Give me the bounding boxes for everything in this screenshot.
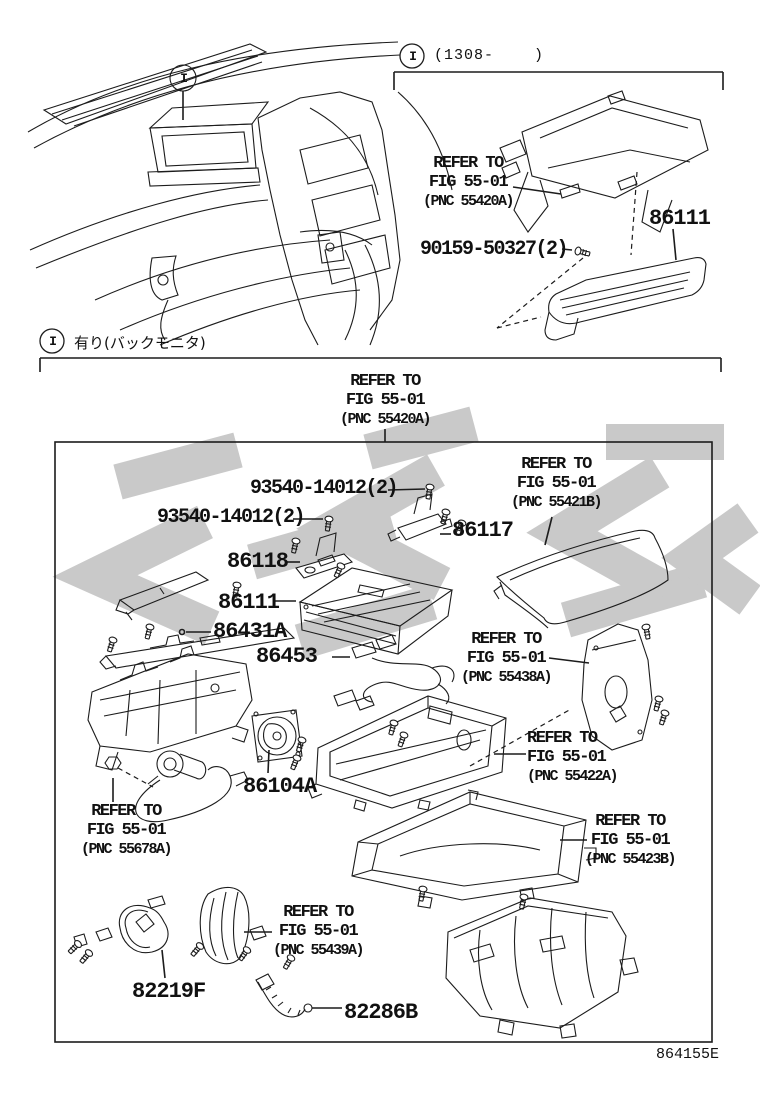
bracket-strip-art xyxy=(99,627,296,670)
part-label-86118: 86118 xyxy=(227,549,289,574)
main-figure-border xyxy=(54,441,713,1043)
wire-seal-art xyxy=(73,895,169,954)
dashboard-line-art xyxy=(27,41,453,346)
refer-line: FIG 55-01 xyxy=(278,922,359,941)
part-label-86111-main: 86111 xyxy=(218,590,280,615)
console-lower-art xyxy=(445,897,639,1039)
refer-line: FIG 55-01 xyxy=(86,821,167,840)
part-label-86111-top: 86111 xyxy=(649,206,711,231)
fan-unit-art xyxy=(251,709,303,763)
refer-55438a: REFER TO FIG 55-01 (PNC 55438A) xyxy=(448,630,564,687)
part-label-86453: 86453 xyxy=(256,644,318,669)
refer-55420a-top: REFER TO FIG 55-01 (PNC 55420A) xyxy=(410,154,526,211)
part-label-90159-50327: 90159-50327(2) xyxy=(420,238,569,261)
part-label-82219f: 82219F xyxy=(132,979,206,1004)
refer-line: (PNC 55420A) xyxy=(422,193,515,210)
note-callout-art xyxy=(39,328,722,372)
art-callout-symbol: I xyxy=(180,71,188,86)
refer-line: FIG 55-01 xyxy=(527,748,607,767)
refer-line: (PNC 55420A) xyxy=(339,411,432,428)
wire-harness-art xyxy=(333,634,455,711)
variant-callout-art xyxy=(393,43,724,90)
refer-line: FIG 55-01 xyxy=(590,831,671,850)
refer-55421b: REFER TO FIG 55-01 (PNC 55421B) xyxy=(498,455,614,512)
display-unit-top-art xyxy=(544,257,707,341)
bracket-86118-art xyxy=(295,532,354,579)
cluster-finish-panel-art xyxy=(499,90,709,233)
refer-line: REFER TO xyxy=(283,903,354,922)
refer-line: FIG 55-01 xyxy=(516,474,597,493)
refer-line: REFER TO xyxy=(91,802,162,821)
refer-55439a: REFER TO FIG 55-01 (PNC 55439A) xyxy=(258,903,378,960)
variant-callout-symbol: I xyxy=(409,49,417,64)
part-label-93540-b: 93540-14012(2) xyxy=(157,506,306,529)
part-label-93540-a: 93540-14012(2) xyxy=(250,477,399,500)
note-callout-symbol: I xyxy=(49,334,57,349)
refer-55420a-header: REFER TO FIG 55-01 (PNC 55420A) xyxy=(325,372,445,429)
tray-box-art xyxy=(307,695,507,812)
refer-line: (PNC 55421B) xyxy=(510,494,603,511)
variant-note-text: 有り(バックモニタ) xyxy=(74,334,206,352)
part-label-86104a: 86104A xyxy=(243,774,317,799)
lid-panel-art xyxy=(493,529,669,629)
side-panel-right-art xyxy=(581,623,653,751)
actuator-motor-art xyxy=(104,750,249,823)
refer-line: (PNC 55422A) xyxy=(527,768,619,785)
refer-line: FIG 55-01 xyxy=(428,173,509,192)
refer-line: REFER TO xyxy=(521,455,592,474)
refer-line: (PNC 55439A) xyxy=(272,942,365,959)
refer-line: REFER TO xyxy=(471,630,542,649)
mount-panel-left-art xyxy=(87,645,253,771)
refer-line: FIG 55-01 xyxy=(466,649,547,668)
assembly-dashed-lines-main xyxy=(117,708,572,788)
refer-line: (PNC 55423B) xyxy=(584,851,677,868)
refer-line: REFER TO xyxy=(595,812,666,831)
refer-line: FIG 55-01 xyxy=(345,391,426,410)
refer-line: (PNC 55438A) xyxy=(460,669,553,686)
trim-strip-art xyxy=(115,571,210,621)
bottom-panel-art xyxy=(199,886,267,965)
refer-55678a: REFER TO FIG 55-01 (PNC 55678A) xyxy=(68,802,184,859)
part-label-82286b: 82286B xyxy=(344,1000,418,1025)
cable-art xyxy=(255,973,313,1018)
refer-55422a: REFER TO FIG 55-01 (PNC 55422A) xyxy=(527,729,619,786)
variant-range-label: (1308- ) xyxy=(434,47,545,64)
refer-line: (PNC 55678A) xyxy=(80,841,173,858)
refer-line: REFER TO xyxy=(527,729,598,748)
refer-55423b: REFER TO FIG 55-01 (PNC 55423B) xyxy=(570,812,690,869)
display-unit-main-art xyxy=(298,567,454,655)
figure-doc-code: 864155E xyxy=(656,1046,720,1063)
console-frame-art xyxy=(351,789,597,909)
refer-line: REFER TO xyxy=(350,372,421,391)
refer-line: REFER TO xyxy=(433,154,504,173)
assembly-dashed-lines-top xyxy=(496,171,638,329)
part-label-86431a: 86431A xyxy=(213,619,287,644)
part-label-86117: 86117 xyxy=(452,518,514,543)
leader-lines xyxy=(112,186,677,1009)
